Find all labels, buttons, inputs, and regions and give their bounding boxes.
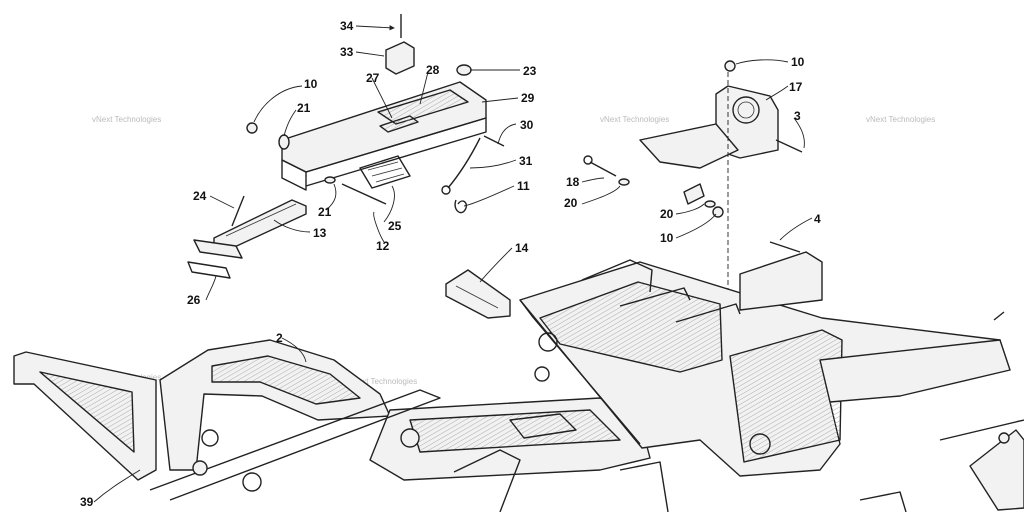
callout-12: 12 (376, 239, 390, 253)
callout-21: 21 (297, 101, 311, 115)
watermark: vNext Technologies (92, 115, 161, 124)
callout-26: 26 (187, 293, 201, 307)
callout-34: 34 (340, 19, 354, 33)
callout-11: 11 (517, 179, 530, 193)
callout-2: 2 (276, 331, 283, 345)
callout-numbers: 34 33 27 28 23 29 10 21 30 31 11 24 21 2… (80, 19, 821, 509)
callout-10: 10 (304, 77, 318, 91)
callout-4: 4 (814, 212, 821, 226)
callout-31: 31 (519, 154, 533, 168)
watermark: vNext Technologies (866, 115, 935, 124)
leader-lines (93, 25, 813, 503)
callout-25: 25 (388, 219, 402, 233)
callout-13: 13 (313, 226, 327, 240)
callout-33: 33 (340, 45, 354, 59)
callout-20: 20 (564, 196, 578, 210)
steering-bracket-assembly (583, 60, 803, 360)
console-bracket-assembly (187, 14, 505, 279)
callout-30: 30 (520, 118, 534, 132)
watermark: vNext Technologies (600, 115, 669, 124)
callout-28: 28 (426, 63, 440, 77)
callout-29: 29 (521, 91, 535, 105)
bracket-plate (445, 269, 511, 319)
callout-24: 24 (193, 189, 207, 203)
callout-10-top: 10 (791, 55, 805, 69)
callout-23: 23 (523, 64, 537, 78)
callout-20b: 20 (660, 207, 674, 221)
callout-10b: 10 (660, 231, 674, 245)
callout-27: 27 (366, 71, 380, 85)
callout-17: 17 (789, 80, 803, 94)
callout-39: 39 (80, 495, 94, 509)
callout-18: 18 (566, 175, 580, 189)
callout-21b: 21 (318, 205, 332, 219)
chassis-frame (13, 241, 1024, 512)
watermark: vNext Technologies (348, 377, 417, 386)
callout-3: 3 (794, 109, 801, 123)
callout-14: 14 (515, 241, 529, 255)
